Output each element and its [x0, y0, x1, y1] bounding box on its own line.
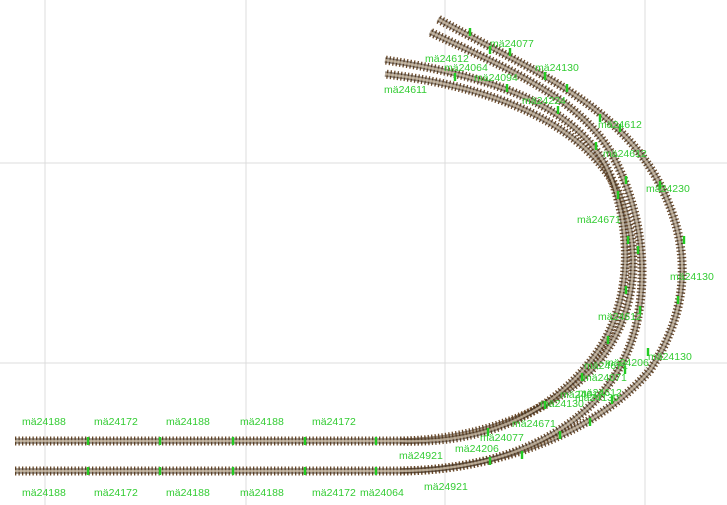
track-joint: [616, 191, 620, 199]
track-part-label: mä24188: [240, 416, 284, 428]
track-part-label: mä24612: [578, 387, 622, 399]
track-part-label: mä24671: [577, 214, 621, 226]
track-joint: [86, 467, 90, 475]
track-bed: [384, 58, 627, 443]
track-joint: [231, 467, 235, 475]
track-part-label: mä24188: [22, 416, 66, 428]
track-part-label: mä24130: [575, 392, 619, 404]
track-joint: [646, 348, 650, 356]
track-joint: [624, 286, 628, 294]
track-joint: [606, 336, 610, 344]
track-joint: [374, 467, 378, 475]
track-part-label: mä24617: [560, 389, 604, 401]
track-joint: [453, 73, 457, 81]
track-part-label: mä24172: [94, 487, 138, 499]
track-part-label: mä24188: [166, 416, 210, 428]
track-joint: [374, 437, 378, 445]
track-joint: [658, 181, 662, 189]
track-part-label: mä24130: [670, 271, 714, 283]
track-part-label: mä24172: [312, 416, 356, 428]
track-joint: [638, 306, 642, 314]
track-ties: [384, 55, 630, 446]
track-rails[interactable]: [384, 57, 629, 444]
track-ties: [15, 69, 638, 446]
track-part-label: mä24921: [399, 450, 443, 462]
track-joint: [610, 396, 614, 404]
track-part-label: mä24130: [535, 62, 579, 74]
track-joint: [624, 176, 628, 184]
track-part-label: mä24077: [490, 38, 534, 50]
track-part-label: mä24188: [22, 487, 66, 499]
track-part-label: mä24188: [166, 487, 210, 499]
track-joint: [303, 467, 307, 475]
track-part-label: mä24612: [425, 53, 469, 65]
track-joint: [580, 373, 584, 381]
track-joint: [543, 401, 547, 409]
track-part-label: mä24064: [360, 487, 404, 499]
track-part-label: mä24921: [424, 481, 468, 493]
track-joint: [468, 28, 472, 36]
track-part-label: mä24671: [512, 418, 556, 430]
track-part-label: mä24612: [598, 119, 642, 131]
track-joint: [86, 437, 90, 445]
track-joint: [618, 124, 622, 132]
track-part-label: mä24172: [94, 416, 138, 428]
track-joint: [543, 72, 547, 80]
track-part-label: mä24206: [605, 357, 649, 369]
track-joint: [594, 142, 598, 150]
track-joint: [486, 428, 490, 436]
track-rails[interactable]: [15, 71, 636, 444]
track-part-label: mä24612: [603, 148, 647, 160]
track-part-label: mä24206: [455, 443, 499, 455]
track-joint: [676, 296, 680, 304]
label-layer: mä24188 mä24172 mä24188 mä24188 mä24172 mä241…: [22, 38, 714, 499]
track-joint: [623, 366, 627, 374]
track-part-label: mä24230: [646, 183, 690, 195]
track-joint: [303, 437, 307, 445]
track-part-label: mä24094: [474, 72, 518, 84]
track-part-label: mä24130: [648, 351, 692, 363]
track-bed: [15, 72, 634, 443]
track-joint: [588, 418, 592, 426]
track-part-label: mä24071: [583, 372, 627, 384]
track-part-label: mä24130: [540, 398, 584, 410]
track-joint: [556, 106, 560, 114]
track-joint: [598, 114, 602, 122]
track-joint: [231, 437, 235, 445]
track-part-label: mä24612: [598, 311, 642, 323]
track-joint: [505, 84, 509, 92]
track-joint: [520, 451, 524, 459]
track-part-label: mä24077: [480, 432, 524, 444]
track-joint: [565, 84, 569, 92]
track-joint: [626, 236, 630, 244]
track-part-label: mä24224: [522, 95, 566, 107]
track-joint: [508, 48, 512, 56]
track-part-label: mä24172: [312, 487, 356, 499]
track-joint: [158, 437, 162, 445]
track-joint: [682, 236, 686, 244]
track-joint: [558, 431, 562, 439]
track-joint: [636, 246, 640, 254]
track-joint: [158, 467, 162, 475]
track-part-label: mä24671: [584, 360, 628, 372]
track-part-label: mä24064: [444, 62, 488, 74]
track-joint: [488, 46, 492, 54]
track-layer: [15, 15, 687, 476]
track-part-label: mä24188: [240, 487, 284, 499]
track-part-label: mä24611: [384, 84, 427, 96]
track-bed: [399, 31, 644, 473]
track-joint: [488, 457, 492, 465]
